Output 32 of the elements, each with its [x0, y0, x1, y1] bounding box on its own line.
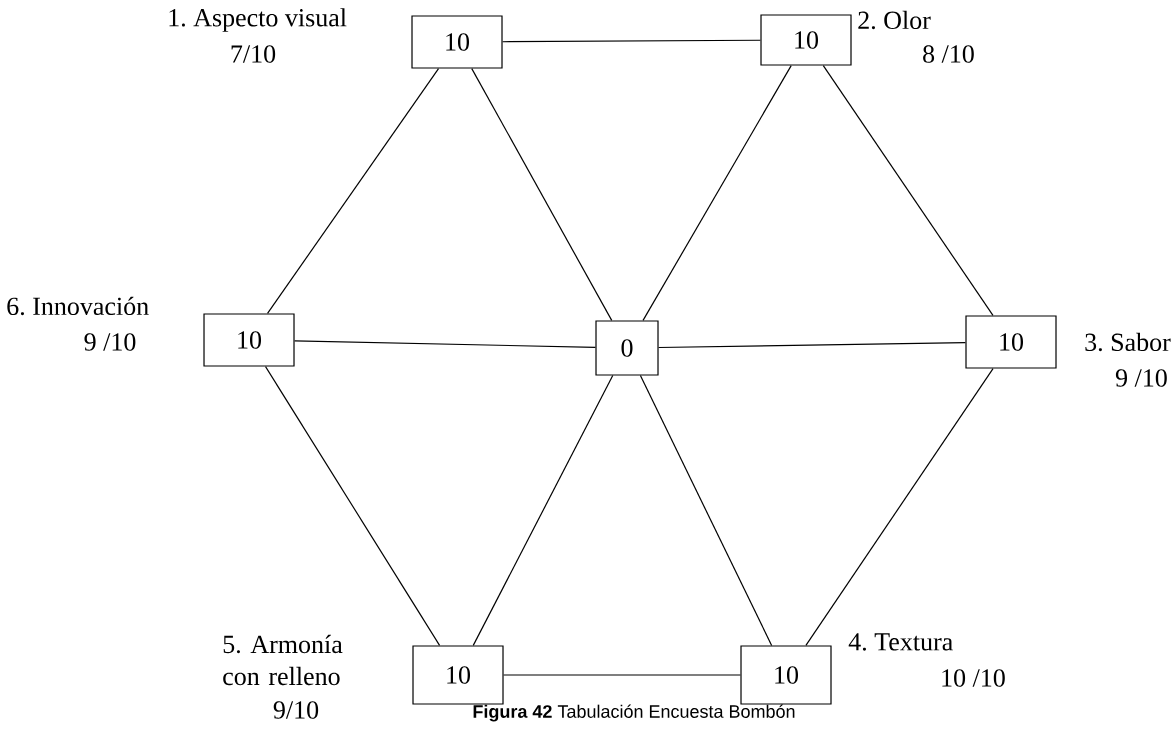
- criterion-label: 1. Aspecto visual: [169, 8, 347, 32]
- criterion-label: 4. Textura: [848, 633, 953, 651]
- score-box: 10: [760, 14, 852, 66]
- connector-line: [805, 368, 994, 646]
- score-box: 10: [412, 645, 504, 705]
- connector-line: [266, 68, 440, 314]
- score-box: 0: [595, 320, 659, 376]
- criterion-label: 2. Olor: [858, 10, 931, 30]
- score-label: 9/10: [273, 701, 319, 719]
- connector-line: [471, 68, 613, 321]
- score-label: 9 /10: [1115, 369, 1167, 387]
- score-label: 9 /10: [84, 333, 136, 351]
- score-label: 8 /10: [923, 45, 974, 63]
- connector-line: [472, 375, 614, 646]
- connector-line: [822, 65, 994, 316]
- connector-line: [658, 342, 966, 349]
- connector-line: [502, 39, 761, 43]
- score-box: 10: [965, 315, 1057, 369]
- connector-line: [639, 375, 773, 646]
- score-label: 7/10: [231, 45, 276, 63]
- score-box: 10: [203, 313, 295, 367]
- connector-line: [294, 340, 596, 348]
- figure-caption: Figura 42 Tabulación Encuesta Bombón: [473, 704, 795, 722]
- connector-line: [264, 366, 441, 646]
- criterion-label: 3. Sabor: [1085, 332, 1171, 352]
- score-label: 10 /10: [942, 669, 1005, 687]
- score-box: 10: [411, 15, 503, 69]
- criterion-label: 6. Innovación: [7, 296, 149, 316]
- connector-line: [503, 674, 741, 676]
- score-box: 10: [740, 645, 832, 705]
- connector-line: [642, 65, 792, 321]
- criterion-label: 5. Armonía con relleno: [223, 634, 343, 686]
